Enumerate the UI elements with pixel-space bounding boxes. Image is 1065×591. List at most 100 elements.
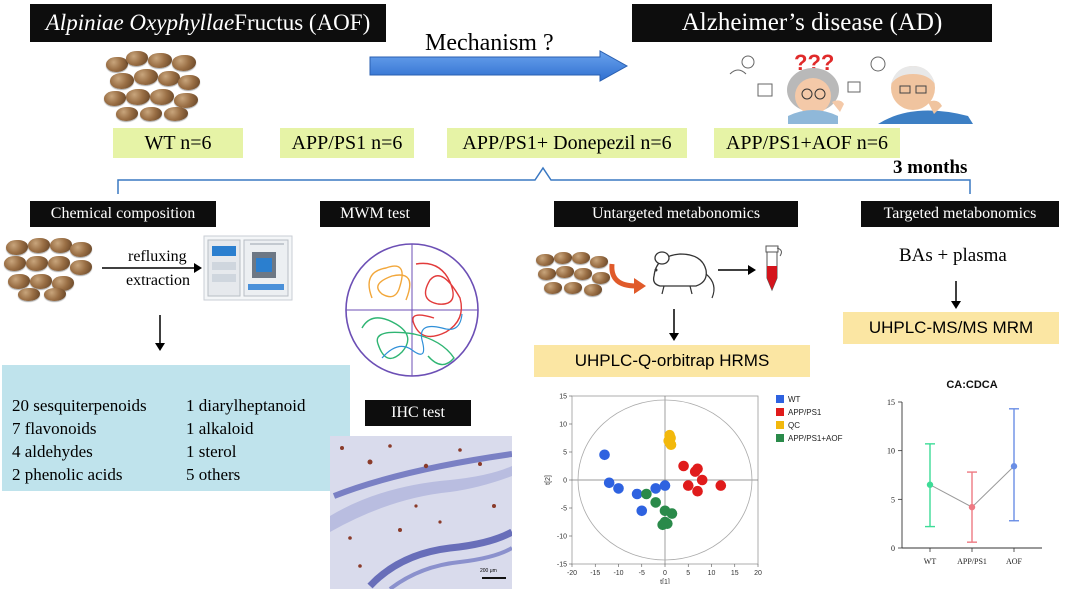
point-app-ps1 [715, 480, 727, 491]
ihc-micrograph-image [330, 436, 512, 589]
x-axis-label: t[1] [660, 579, 670, 584]
point-qc [665, 439, 677, 451]
point-app-ps1-aof [666, 508, 678, 519]
aof-title-italic: Alpiniae Oxyphyllae [45, 10, 235, 35]
point-wt [659, 480, 671, 491]
mechanism-label: Mechanism ? [425, 30, 554, 56]
sample-arrow [718, 265, 756, 275]
legend-label: QC [788, 421, 800, 430]
targeted-metabonomics-title: Targeted metabonomics [861, 201, 1059, 227]
point-wt [613, 483, 624, 494]
compound-others: 5 others [186, 465, 241, 484]
chemical-down-arrow [155, 315, 165, 351]
chart-title: CA:CDCA [946, 379, 997, 391]
y-tick-label: 0 [563, 478, 567, 485]
group-wt: WT n=6 [113, 128, 243, 158]
y-tick-label: 10 [887, 447, 895, 456]
tube-icon [765, 245, 782, 292]
chemical-composition-title: Chemical composition [30, 201, 216, 227]
targeted-down-arrow [951, 281, 961, 309]
legend-swatch [776, 395, 784, 403]
mouse-icon [652, 251, 715, 299]
group-app-ps1-aof: APP/PS1+AOF n=6 [714, 128, 900, 158]
y-tick-label: 10 [559, 422, 567, 429]
compound-diarylheptanoid: 1 diarylheptanoid [186, 396, 306, 415]
duration-label: 3 months [893, 157, 968, 178]
point-app-ps1 [692, 463, 703, 475]
chemical-fruit-image [4, 236, 94, 302]
untargeted-metabonomics-title: Untargeted metabonomics [554, 201, 798, 227]
mwm-test-title: MWM test [320, 201, 430, 227]
group-app-ps1: APP/PS1 n=6 [280, 128, 414, 158]
untargeted-down-arrow [669, 309, 679, 341]
y-tick-label: 5 [563, 450, 567, 457]
extraction-label: extraction [126, 272, 190, 289]
group-bracket [117, 166, 971, 194]
targeted-method: UHPLC-MS/MS MRM [843, 312, 1059, 344]
point-app-ps1-aof [641, 488, 652, 500]
y-tick-label: 15 [559, 394, 567, 401]
mean-point-app-ps1 [968, 503, 976, 511]
refluxing-label: refluxing [128, 248, 187, 265]
point-app-ps1-aof [650, 497, 661, 508]
x-tick-label: -10 [613, 570, 623, 577]
point-app-ps1 [692, 485, 703, 497]
ihc-scale-label: 200 μm [480, 568, 497, 574]
y-axis-label: t[2] [545, 475, 552, 485]
curved-arrow-icon [609, 263, 646, 294]
untargeted-fruit-image [536, 250, 614, 302]
x-tick-label: 5 [686, 570, 690, 577]
y-tick-label: -10 [557, 534, 567, 541]
compound-list-left: 20 sesquiterpenoids 7 flavonoids 4 aldeh… [12, 394, 147, 486]
point-app-ps1 [678, 460, 689, 472]
legend-swatch [776, 434, 784, 442]
confidence-ellipse [577, 399, 753, 561]
x-tick-label: APP/PS1 [957, 557, 987, 566]
ihc-test-title: IHC test [365, 400, 471, 426]
y-tick-label: -15 [557, 562, 567, 569]
ad-title: Alzheimer’s disease (AD) [632, 4, 992, 42]
x-tick-label: 15 [731, 570, 739, 577]
point-app-ps1 [696, 474, 708, 486]
mechanism-arrow [369, 50, 629, 82]
aof-fruit-image [104, 49, 202, 123]
alzheimer-cartoon-image: ??? [729, 50, 973, 124]
legend-label: APP/PS1 [788, 408, 822, 417]
aof-title: Alpiniae Oxyphyllae Fructus (AOF) [30, 4, 386, 42]
point-app-ps1 [682, 480, 694, 491]
compound-flavonoids: 7 flavonoids [12, 419, 97, 438]
mean-point-aof [1010, 463, 1018, 470]
x-tick-label: 20 [754, 570, 762, 577]
compound-sesquiterpenoids: 20 sesquiterpenoids [12, 396, 147, 415]
point-wt [599, 449, 610, 461]
group-app-ps1-donepezil: APP/PS1+ Donepezil n=6 [447, 128, 687, 158]
targeted-sample-label: BAs + plasma [899, 245, 1007, 266]
compound-list-right: 1 diarylheptanoid 1 alkaloid 1 sterol 5 … [186, 394, 305, 486]
compound-sterol: 1 sterol [186, 442, 237, 461]
uhplc-instrument-image [203, 235, 293, 301]
y-tick-label: -5 [561, 506, 567, 513]
compound-phenolic-acids: 2 phenolic acids [12, 465, 123, 484]
y-tick-label: 15 [887, 398, 895, 407]
compound-aldehydes: 4 aldehydes [12, 442, 93, 461]
compound-list-panel [2, 365, 350, 491]
point-wt [603, 477, 615, 489]
x-tick-label: -20 [567, 570, 577, 577]
aof-title-rest: Fructus (AOF) [234, 10, 371, 35]
compound-alkaloid: 1 alkaloid [186, 419, 254, 438]
x-tick-label: 0 [663, 570, 667, 577]
x-tick-label: -5 [639, 570, 645, 577]
x-tick-label: WT [924, 557, 937, 566]
mwm-maze-image [345, 243, 479, 377]
point-wt [636, 505, 648, 517]
y-tick-label: 5 [891, 495, 895, 504]
extraction-arrow [102, 263, 202, 273]
legend-swatch [776, 421, 784, 429]
x-tick-label: AOF [1006, 557, 1023, 566]
mean-point-wt [926, 481, 934, 488]
y-tick-label: 0 [891, 544, 895, 553]
point-wt [631, 488, 643, 500]
point-wt [650, 483, 661, 494]
